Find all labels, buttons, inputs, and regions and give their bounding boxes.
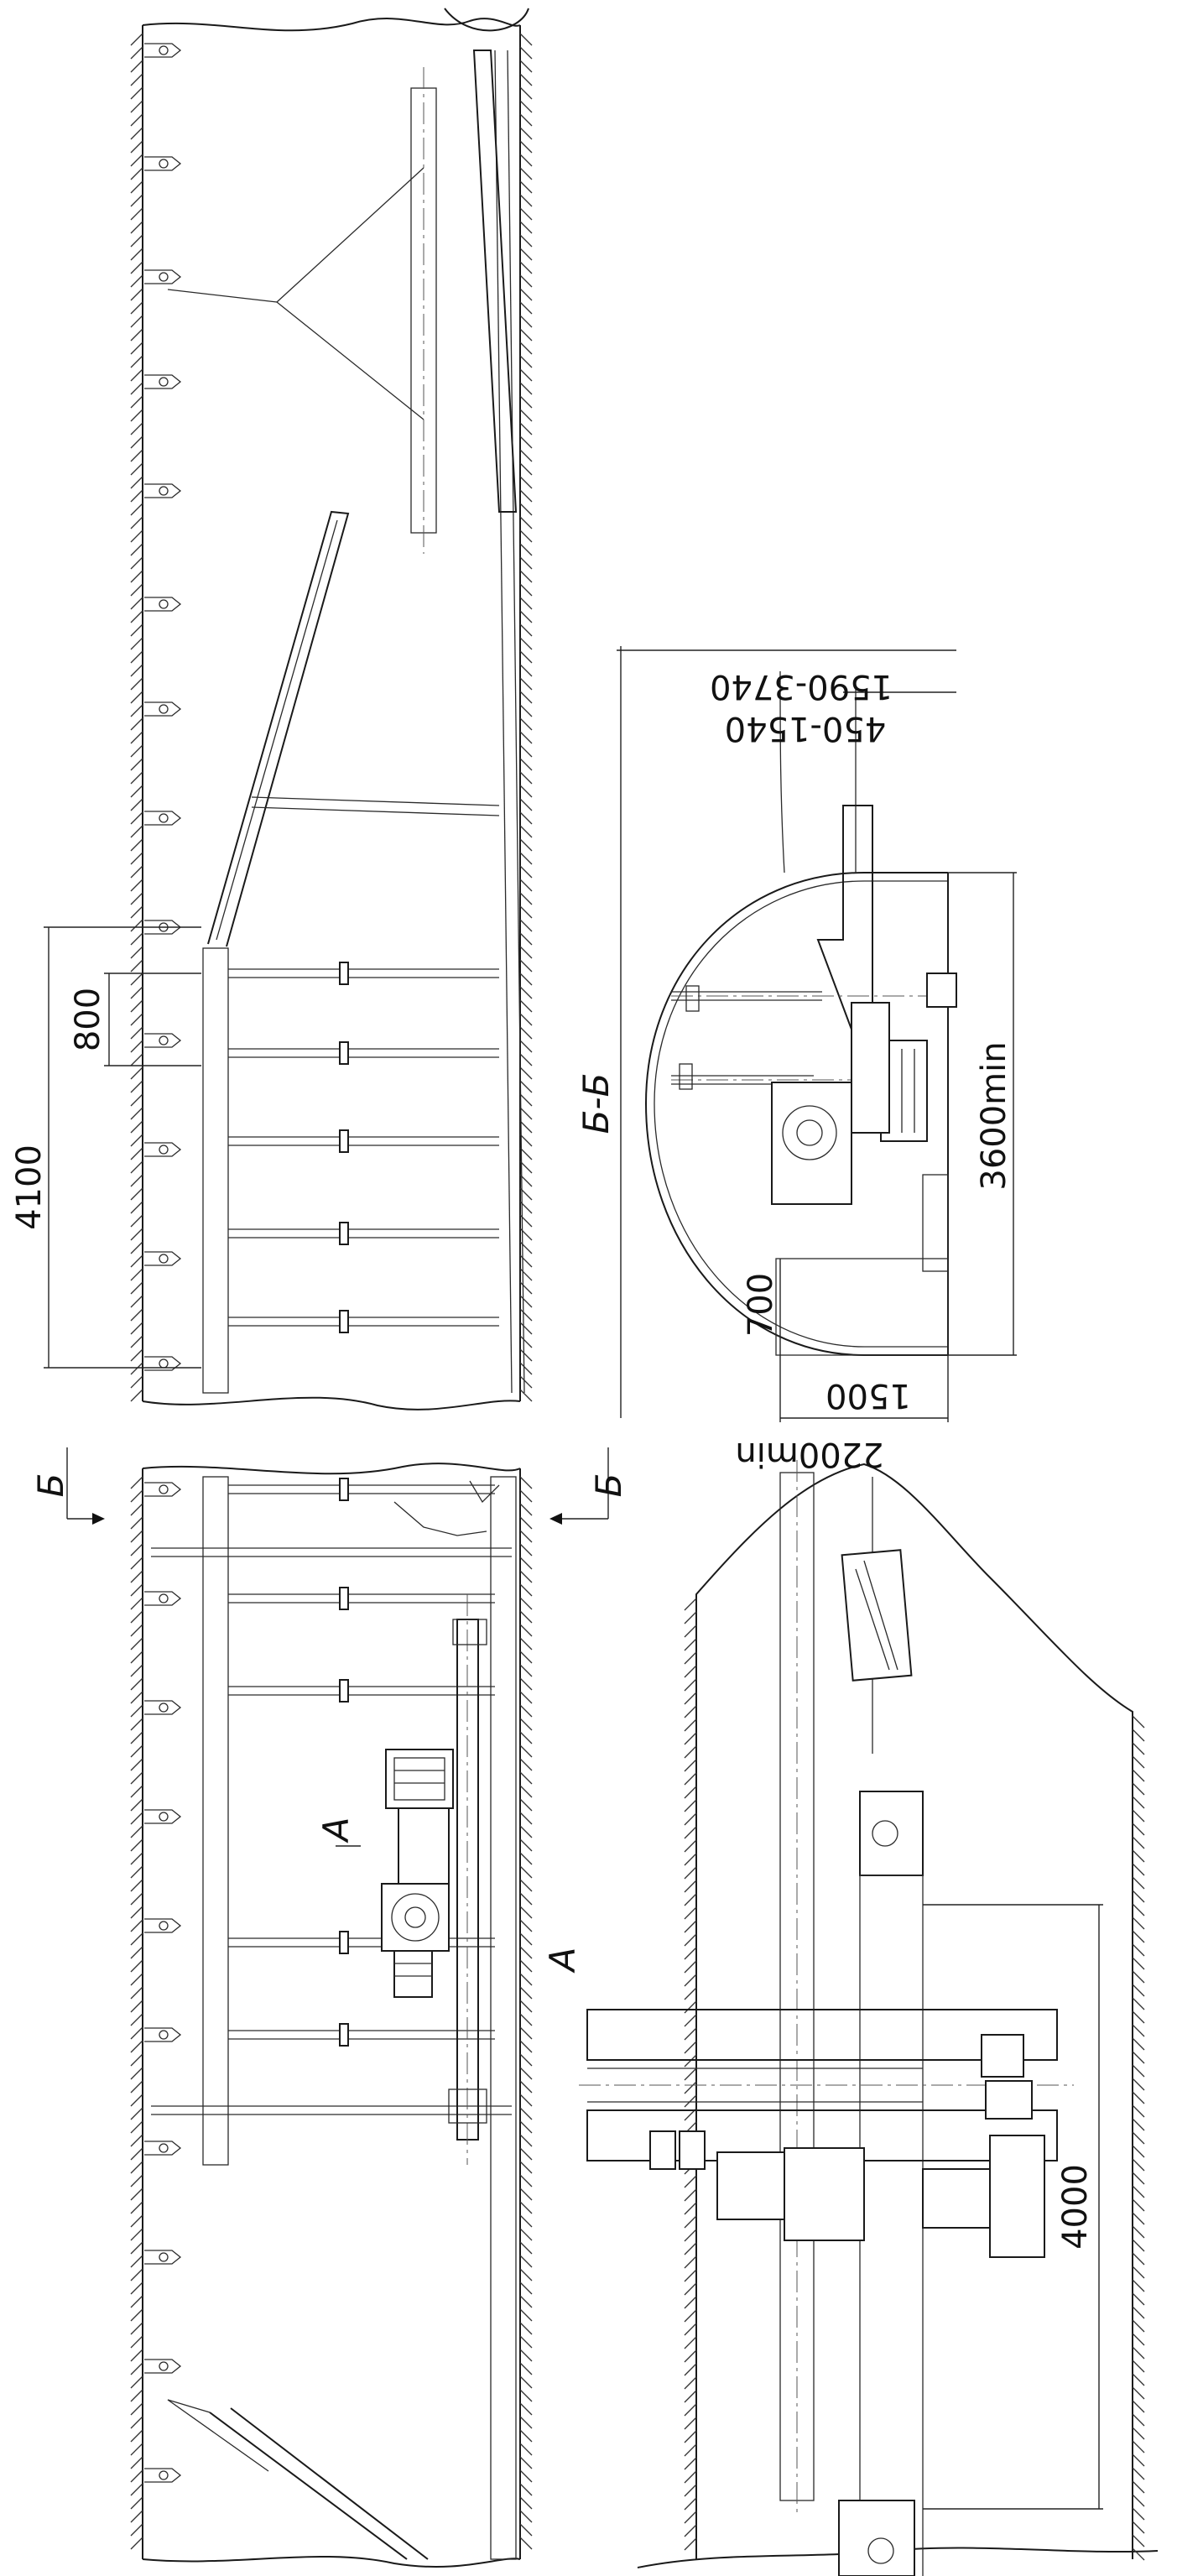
cut-mark-right: Б <box>588 1473 629 1498</box>
wall-hatching <box>130 33 533 1402</box>
section-title: Б-Б <box>575 1073 617 1134</box>
dim-2200min: 2200min <box>735 1435 883 1473</box>
cross-bars <box>228 796 500 1333</box>
cut-mark-left: Б <box>30 1473 71 1498</box>
dim-1590-3740: 1590-3740 <box>710 667 893 706</box>
left-dimensions <box>44 926 201 1369</box>
dim-700: 700 <box>742 1273 780 1337</box>
dim-800: 800 <box>69 988 107 1051</box>
view-a-marker: A <box>315 1817 357 1844</box>
dim-1500: 1500 <box>825 1376 911 1415</box>
dimension-labels: 4100 800 1590-3740 450-1540 3600min 700 … <box>10 667 1095 2250</box>
section-b-b <box>617 646 1017 1422</box>
dim-3600min: 3600min <box>975 1041 1013 1190</box>
lower-tunnel-view <box>130 1463 533 2568</box>
dim-4000: 4000 <box>1056 2164 1095 2250</box>
wall-hatching <box>684 1598 1145 2561</box>
wall-hatching <box>130 1476 533 2550</box>
view-a <box>579 1460 1159 2576</box>
section-markers <box>66 1447 609 1847</box>
wall-brackets <box>144 1482 182 2483</box>
section-labels: Б-Б Б Б A A <box>30 1073 629 1974</box>
wall-brackets <box>144 43 182 1371</box>
cross-bars <box>151 1478 512 2115</box>
dim-4100: 4100 <box>10 1145 49 1230</box>
upper-tunnel-view <box>130 8 533 1411</box>
drive-unit <box>381 1749 454 1998</box>
view-a-title: A <box>542 1948 583 1974</box>
dim-450-1540: 450-1540 <box>725 709 887 748</box>
